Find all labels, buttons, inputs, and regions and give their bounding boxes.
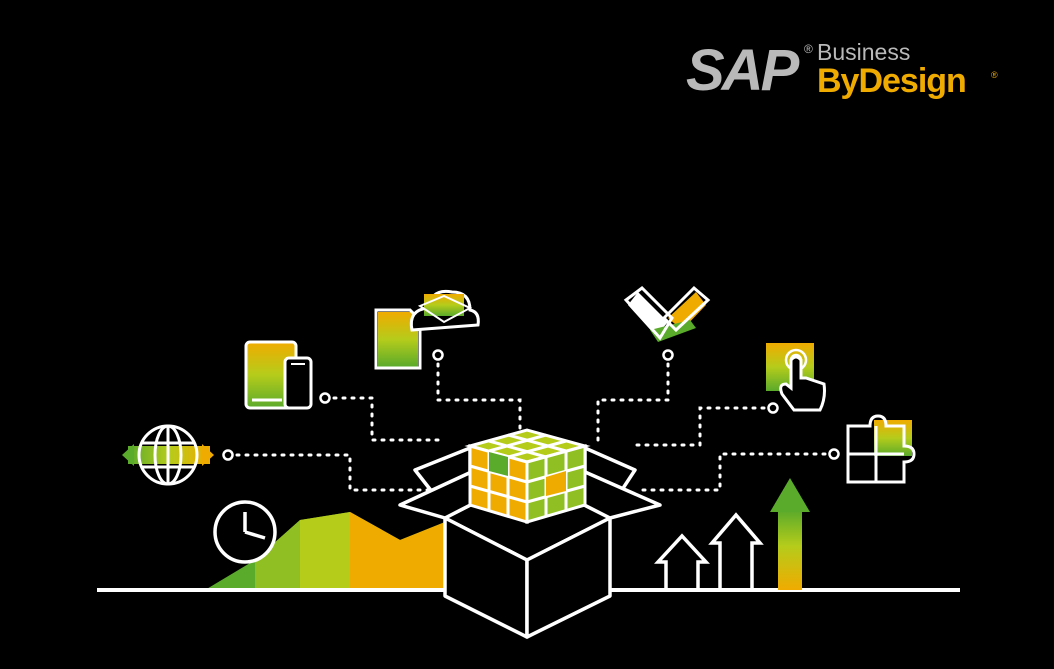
- logo-product-registered-mark: ®: [991, 70, 998, 80]
- sap-bydesign-logo: SAP ® Business ByDesign ®: [686, 40, 1006, 110]
- logo-brand: SAP: [686, 38, 799, 103]
- cube-icon: [464, 428, 591, 525]
- globe-icon: [122, 424, 214, 486]
- growth-arrows-icon: [654, 478, 810, 590]
- handshake-icon: [623, 285, 711, 342]
- connector-endpoints: [222, 349, 840, 461]
- logo-registered-mark: ®: [804, 42, 813, 56]
- pie-chart-icon: [213, 500, 277, 564]
- connector-lines: [226, 353, 836, 492]
- mountain-chart-area: [205, 512, 450, 590]
- tablet-phone-icon: [244, 340, 313, 410]
- document-cloud-icon: [374, 289, 480, 370]
- puzzle-icon: [846, 414, 916, 484]
- logo-product-line: Business: [817, 39, 911, 65]
- logo-product-name: ByDesign: [817, 62, 967, 100]
- touch-screen-icon: [766, 343, 826, 412]
